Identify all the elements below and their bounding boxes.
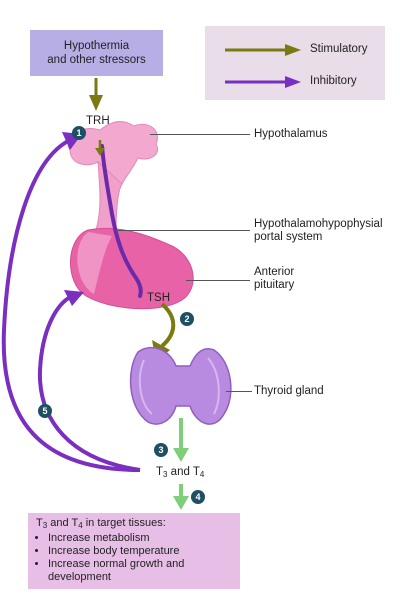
target-tissue-effects-box: T3 and T4 in target tissues: Increase me… (28, 513, 240, 589)
feedback-arrow-to-pituitary (37, 294, 141, 472)
hypothalamus-label: Hypothalamus (254, 128, 328, 140)
trh-arrowhead (95, 148, 105, 156)
effect-item: Increase body temperature (48, 545, 232, 558)
and-t4-text: and T (167, 466, 200, 478)
tsh-label: TSH (147, 292, 170, 304)
portal-system-vessel (100, 144, 143, 298)
feedback-arrow-to-hypothalamus (1, 138, 141, 472)
tsh-to-thyroid-arrow (160, 302, 176, 348)
portal-label-line-2: portal system (254, 231, 323, 243)
legend: Stimulatory Inhibitory (205, 26, 385, 100)
step-3-badge: 3 (154, 443, 168, 457)
hormone-label: T3 and T4 (156, 466, 204, 481)
thyroid-label: Thyroid gland (254, 385, 324, 397)
legend-stimulatory-label: Stimulatory (310, 43, 368, 55)
anterior-leader (186, 280, 250, 281)
hypothalamus-leader (150, 134, 250, 135)
portal-label-line-1: Hypothalamohypophysial (254, 218, 383, 230)
step-1-badge: 1 (72, 126, 86, 140)
thyroid-gland-shape (129, 346, 232, 425)
effects-hdr-t3-sub: 3 (42, 521, 48, 530)
effects-hdr-rest: in target tissues: (82, 517, 166, 529)
portal-leader (118, 230, 250, 231)
anterior-pituitary-label: Anterior pituitary (254, 266, 294, 292)
stress-to-trh-arrowhead (89, 95, 103, 111)
portal-label: Hypothalamohypophysial portal system (254, 218, 383, 244)
stressor-box: Hypothermia and other stressors (30, 30, 163, 76)
t4-sub: 4 (199, 470, 205, 479)
inhibitory-arrow-icon (225, 76, 301, 88)
thyroid-leader (226, 391, 252, 392)
t3-text: T (156, 466, 164, 478)
step-5-badge: 5 (38, 404, 52, 418)
legend-inhibitory-label: Inhibitory (310, 75, 357, 87)
effects-hdr-t3: T (36, 517, 43, 529)
stimulatory-arrow-icon (225, 44, 301, 56)
legend-stimulatory: Stimulatory (205, 40, 385, 60)
step-4-badge: 4 (191, 490, 205, 504)
effect-item: Increase normal growth and development (48, 558, 232, 584)
stressor-line-1: Hypothermia (63, 40, 130, 52)
step-2-badge: 2 (180, 312, 194, 326)
anterior-label-line-2: pituitary (254, 279, 295, 291)
effect-item: Increase metabolism (48, 532, 232, 545)
effects-header: T3 and T4 in target tissues: (36, 517, 232, 532)
trh-label: TRH (86, 115, 110, 127)
t3-sub: 3 (163, 470, 168, 479)
effects-list: Increase metabolism Increase body temper… (36, 532, 232, 584)
effects-hdr-and: and T (47, 517, 79, 529)
legend-inhibitory: Inhibitory (205, 72, 385, 92)
posterior-lobe-highlight (77, 232, 112, 294)
stressor-line-2: and other stressors (47, 54, 146, 66)
effects-hdr-t4-sub: 4 (78, 521, 83, 530)
anterior-label-line-1: Anterior (254, 266, 295, 278)
